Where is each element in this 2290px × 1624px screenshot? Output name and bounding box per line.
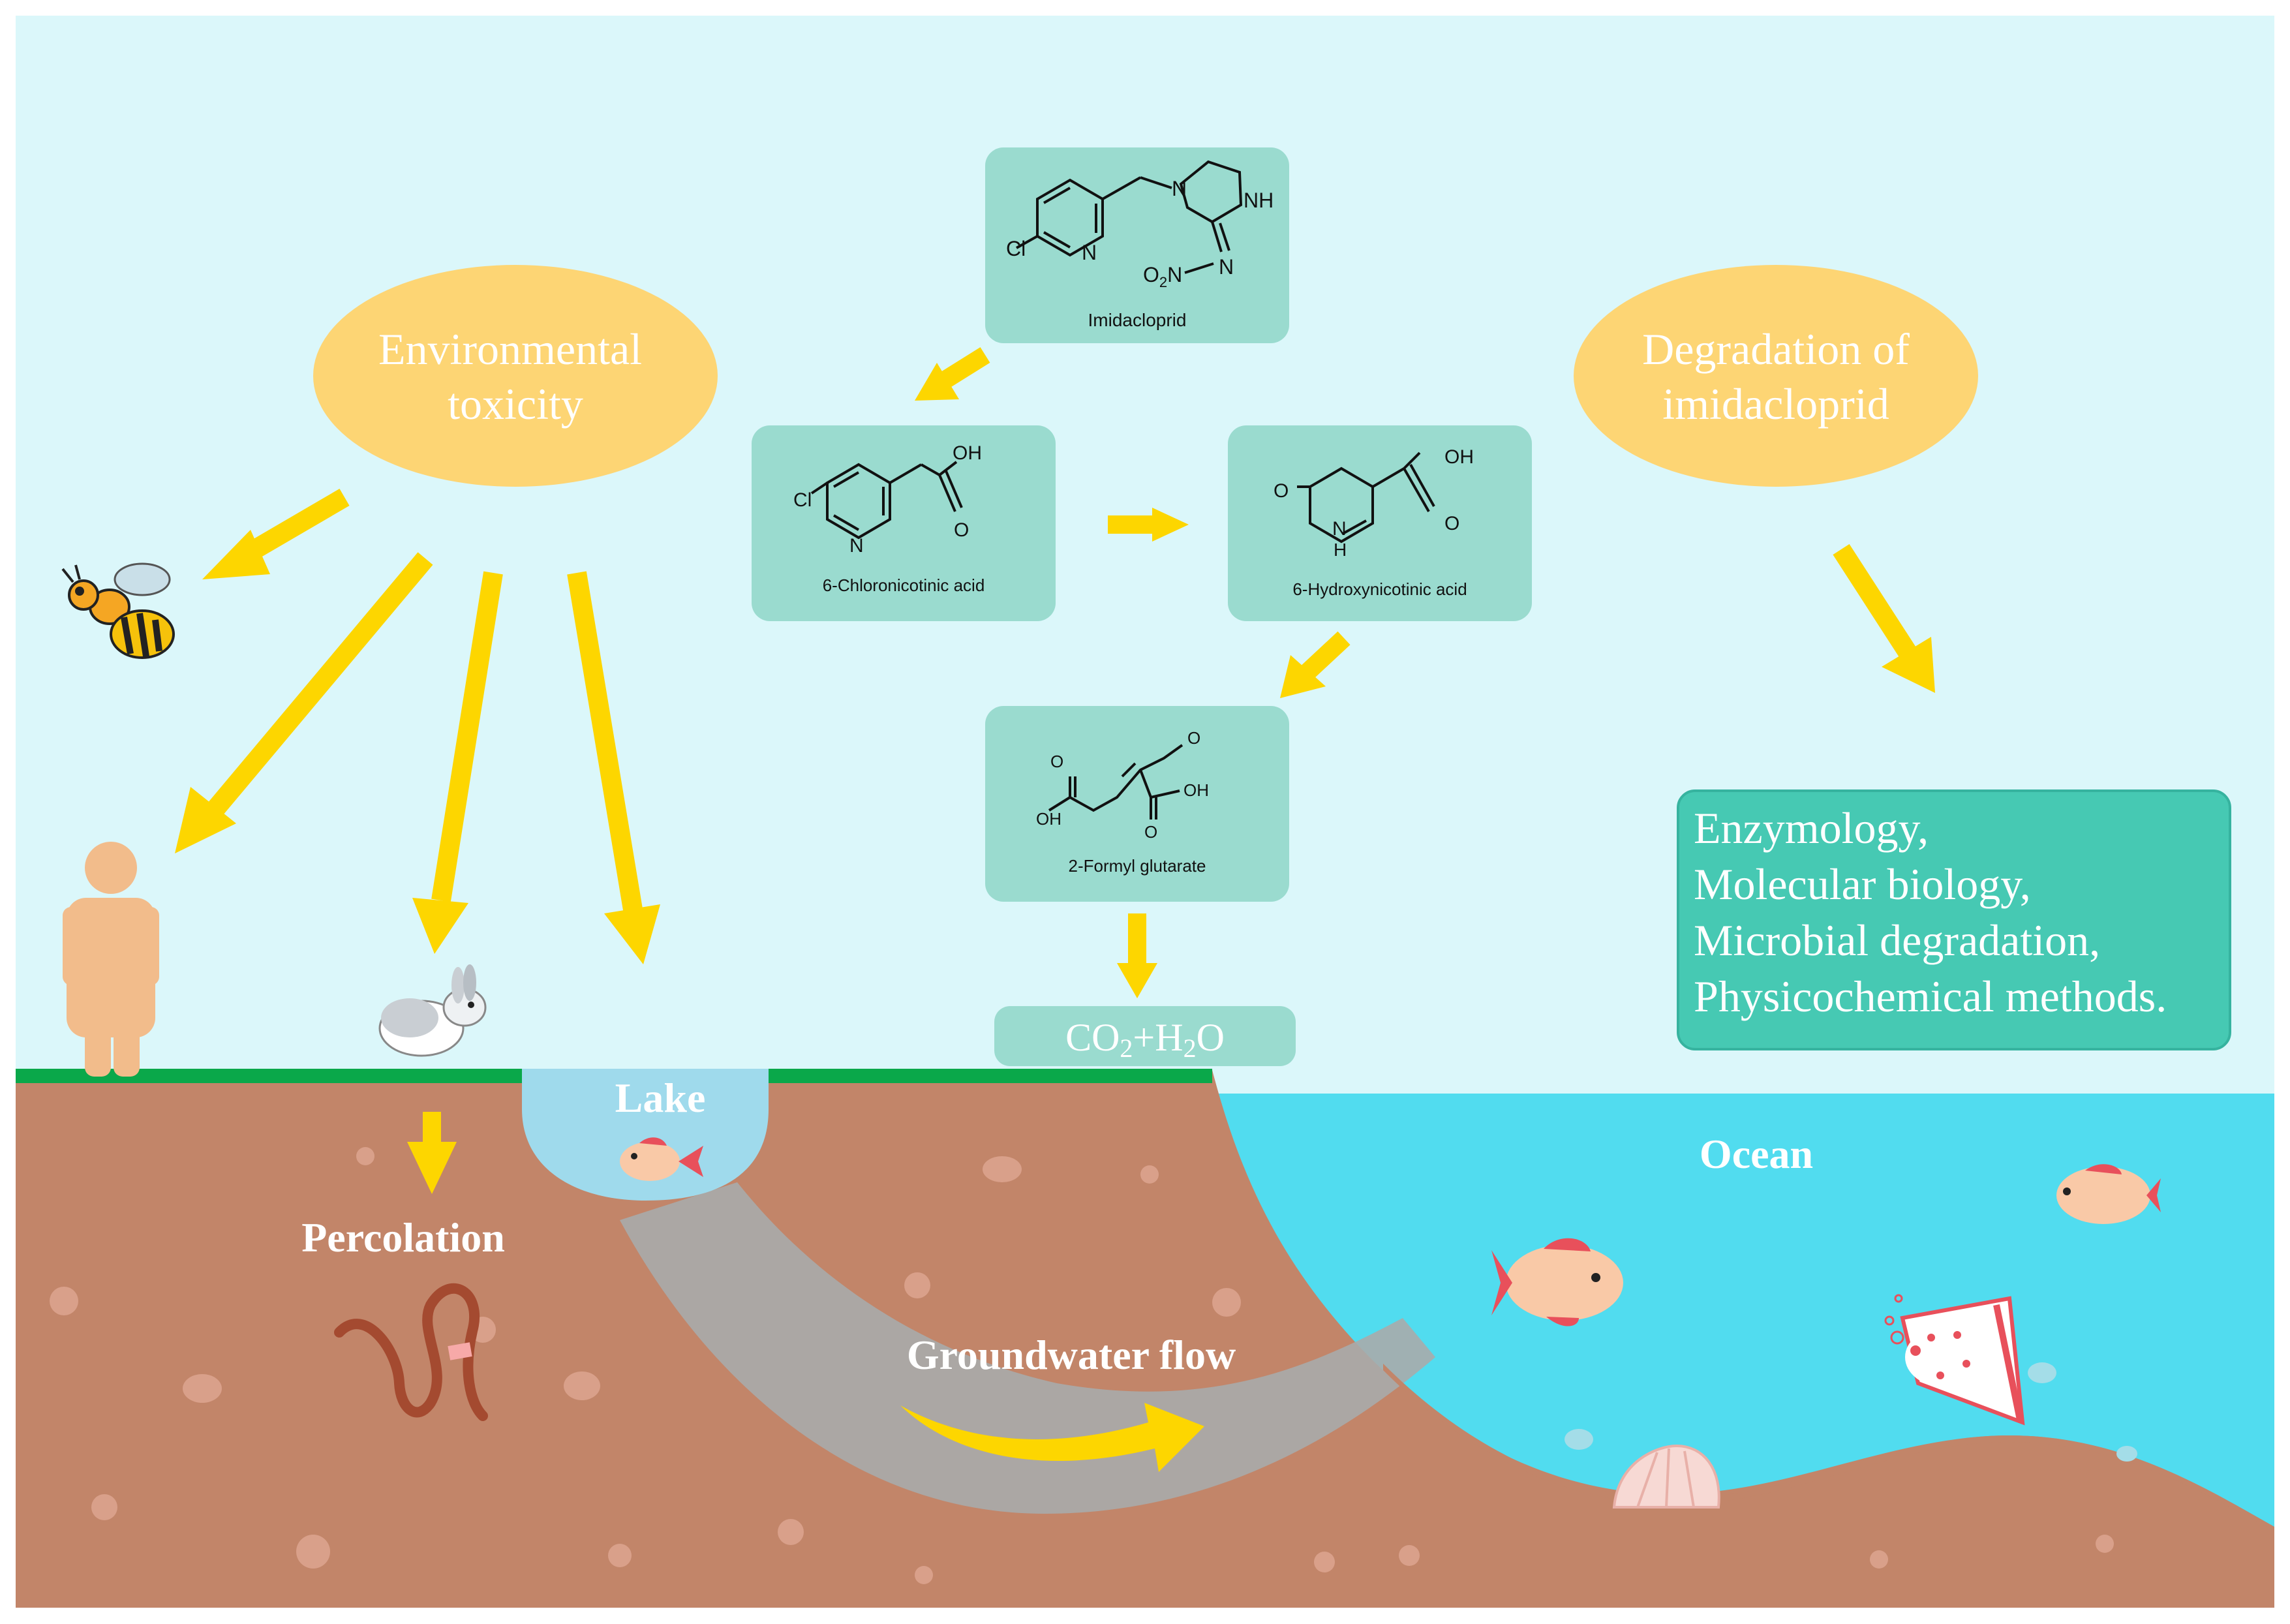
imidacloprid-card: Cl N N NH N O2N Imidacloprid xyxy=(985,147,1289,343)
atom-n: N xyxy=(1172,177,1187,200)
grass-strip-right xyxy=(769,1069,1212,1083)
compound-name-formyl: 2-Formyl glutarate xyxy=(1069,856,1206,876)
seafloor-wave xyxy=(1383,1364,2274,1531)
chloronicotinic-acid-card: Cl N OH O 6-Chloronicotinic acid xyxy=(752,425,1056,621)
compound-name-hydroxynicotinic: 6-Hydroxynicotinic acid xyxy=(1292,579,1467,599)
fish-icon xyxy=(620,1137,703,1181)
fish-icon xyxy=(1491,1238,1623,1326)
atom-nitro: O2N xyxy=(1143,263,1182,290)
atom-o: O xyxy=(1050,752,1063,771)
pathway-arrows xyxy=(423,347,1351,1143)
angelfish-icon xyxy=(1884,1294,2025,1426)
atom-cl: Cl xyxy=(793,489,812,511)
atom-h: H xyxy=(1334,540,1347,560)
method-item: Enzymology, xyxy=(1694,803,1929,853)
final-product-text: CO2+H2O xyxy=(1065,1016,1225,1063)
atom-nh: NH xyxy=(1244,189,1274,212)
atom-o: O xyxy=(1274,480,1289,502)
atom-n: N xyxy=(1082,241,1097,264)
compound-name-imidacloprid: Imidacloprid xyxy=(1088,310,1187,330)
groundwater-band xyxy=(620,1182,1435,1514)
environmental-toxicity-bubble: Environmental toxicity xyxy=(313,265,718,487)
method-item: Molecular biology, xyxy=(1694,859,2031,909)
label-percolation: Percolation xyxy=(301,1214,505,1261)
atom-o: O xyxy=(1144,822,1157,842)
method-item: Physicochemical methods. xyxy=(1694,972,2167,1021)
atom-n: N xyxy=(1219,255,1234,279)
earthworm-icon xyxy=(334,1283,488,1421)
final-product-pill: CO2+H2O xyxy=(994,1006,1296,1066)
soil-pebbles xyxy=(50,1147,2114,1584)
rabbit-icon xyxy=(378,964,487,1057)
atom-o: O xyxy=(1187,728,1200,748)
atom-o: O xyxy=(1444,513,1459,534)
groundwater-flow-arrow xyxy=(900,1403,1204,1472)
human-figure-icon xyxy=(63,842,159,1077)
method-item: Microbial degradation, xyxy=(1694,915,2100,965)
lake-basin xyxy=(522,1069,769,1201)
bubble-line: Environmental xyxy=(378,324,642,374)
atom-oh: OH xyxy=(1036,809,1061,829)
label-groundwater-flow: Groundwater flow xyxy=(907,1332,1236,1378)
water-bubbles xyxy=(1565,1362,2137,1462)
atom-oh: OH xyxy=(1183,780,1209,800)
grass-strip-left xyxy=(16,1069,522,1083)
hydroxynicotinic-acid-card: O N H OH O 6-Hydroxynicotinic acid xyxy=(1228,425,1532,621)
label-lake: Lake xyxy=(615,1075,706,1121)
seashell-icon xyxy=(1612,1444,1720,1509)
compound-name-chloronicotinic: 6-Chloronicotinic acid xyxy=(823,575,985,595)
atom-cl: Cl xyxy=(1006,237,1026,260)
atom-n: N xyxy=(849,535,864,557)
bee-icon xyxy=(61,562,175,659)
label-ocean: Ocean xyxy=(1700,1131,1813,1177)
atom-oh: OH xyxy=(1444,446,1474,468)
atom-o: O xyxy=(954,519,969,541)
atom-n: N xyxy=(1332,518,1347,540)
research-methods-box: Enzymology, Molecular biology, Microbial… xyxy=(1677,789,2231,1050)
formyl-glutarate-card: O OH O OH O 2-Formyl glutarate xyxy=(985,706,1289,902)
toxicity-arrowheads xyxy=(175,530,1935,964)
bubble-line: Degradation of xyxy=(1642,324,1910,374)
atom-oh: OH xyxy=(953,442,982,464)
degradation-bubble: Degradation of imidacloprid xyxy=(1574,265,1978,487)
toxicity-arrows xyxy=(207,489,1919,912)
soil-ground xyxy=(16,1070,2274,1608)
bubble-line: toxicity xyxy=(448,379,583,429)
bubble-line: imidacloprid xyxy=(1662,379,1889,429)
pathway-arrowheads xyxy=(407,363,1326,1194)
fish-icon xyxy=(2056,1164,2161,1224)
